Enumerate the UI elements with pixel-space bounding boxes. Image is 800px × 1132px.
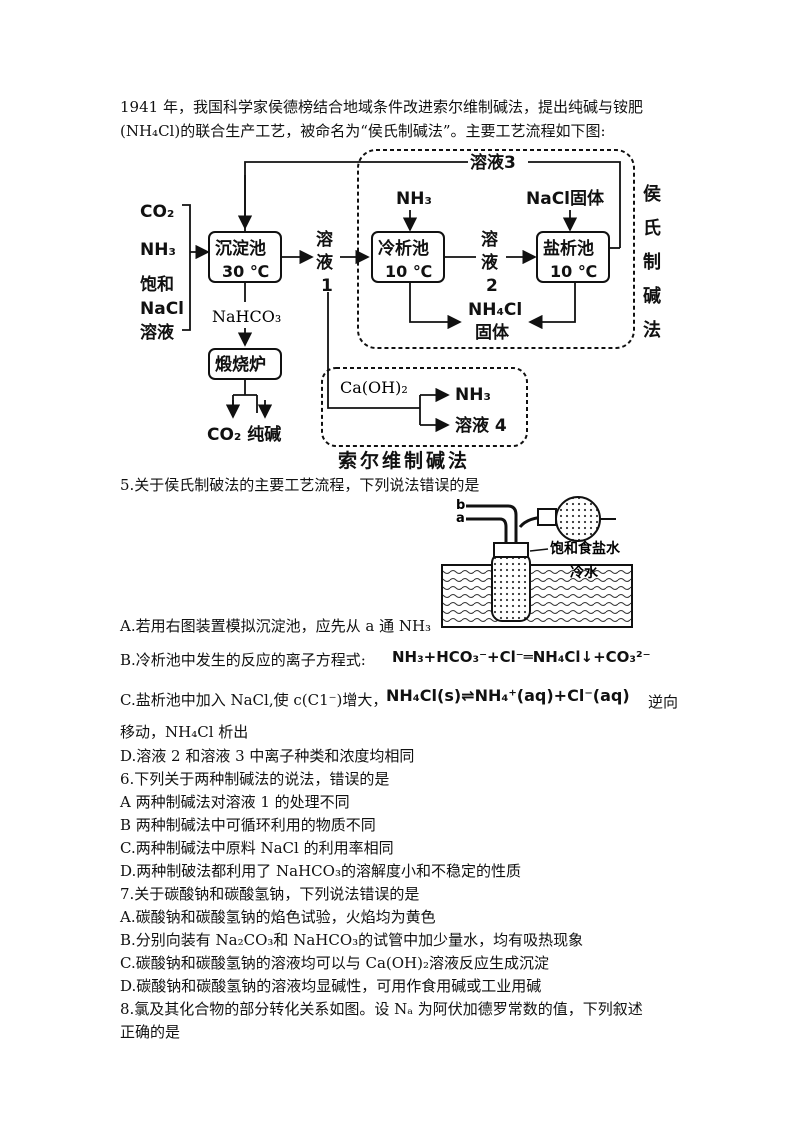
- solution4-label: 溶液 4: [455, 415, 507, 436]
- furnace-label: 煅烧炉: [215, 354, 266, 375]
- yanxi-box: [536, 231, 610, 283]
- solvay-region: [321, 367, 528, 447]
- solution1-a: 溶: [316, 229, 333, 250]
- q6-option-c: C.两种制碱法中原料 NaCl 的利用率相同: [120, 839, 394, 857]
- q5-option-d: D.溶液 2 和溶液 3 中离子种类和浓度均相同: [120, 747, 415, 765]
- intro-line-1: 1941 年，我国科学家侯德榜结合地域条件改进索尔维制碱法，提出纯碱与铵肥: [120, 98, 643, 116]
- nh3-out-label: NH₃: [455, 385, 491, 405]
- intro-line-2: (NH₄Cl)的联合生产工艺，被命名为“侯氏制碱法”。主要工艺流程如下图:: [120, 122, 606, 140]
- q6-option-d: D.两种制破法都利用了 NaHCO₃的溶解度小和不稳定的性质: [120, 862, 521, 880]
- nacl-solid-label: NaCl固体: [526, 188, 605, 209]
- q8-stem-2: 正确的是: [120, 1023, 181, 1041]
- apparatus-figure: b a 饱和食盐水 冷水: [441, 496, 633, 628]
- hou-label-4: 碱: [643, 285, 661, 307]
- products-label: CO₂ 纯碱: [207, 424, 281, 445]
- q8-stem-1: 8.氯及其化合物的部分转化关系如图。设 Nₐ 为阿伏加德罗常数的值，下列叙述: [120, 1000, 643, 1018]
- q6-option-b: B 两种制碱法中可循环利用的物质不同: [120, 816, 376, 834]
- hou-label-2: 氏: [643, 218, 661, 239]
- solution2-a: 溶: [481, 229, 498, 250]
- input-bao: 饱和: [140, 274, 174, 295]
- nh4cl-label: NH₄Cl: [468, 300, 522, 320]
- q5-option-a: A.若用右图装置模拟沉淀池，应先从 a 通 NH₃: [120, 617, 432, 635]
- solvay-label: 索尔维制碱法: [338, 449, 470, 472]
- q6-stem: 6.下列关于两种制碱法的说法，错误的是: [120, 770, 390, 788]
- q7-option-b: B.分别向装有 Na₂CO₃和 NaHCO₃的试管中加少量水，均有吸热现象: [120, 931, 584, 949]
- input-co2: CO₂: [140, 202, 174, 222]
- nh4cl-solid-label: 固体: [475, 322, 510, 343]
- input-nacl: NaCl: [140, 299, 184, 319]
- q7-option-c: C.碳酸钠和碳酸氢钠的溶液均可以与 Ca(OH)₂溶液反应生成沉淀: [120, 954, 549, 972]
- solution1-b: 液: [316, 252, 333, 273]
- q7-option-a: A.碳酸钠和碳酸氢钠的焰色试验，火焰均为黄色: [120, 908, 436, 926]
- solution1-c: 1: [321, 276, 333, 296]
- lengxi-label: 冷析池: [378, 238, 429, 259]
- hou-region: [357, 149, 635, 349]
- q5-option-c-cont: 移动，NH₄Cl 析出: [120, 723, 249, 741]
- nahco3-label: NaHCO₃: [212, 307, 281, 326]
- q7-stem: 7.关于碳酸钠和碳酸氢钠，下列说法错误的是: [120, 885, 420, 903]
- yanxi-label: 盐析池: [543, 238, 594, 259]
- q5-option-b-equation: NH₃+HCO₃⁻+Cl⁻═NH₄Cl↓+CO₃²⁻: [392, 648, 651, 666]
- q6-option-a: A 两种制碱法对溶液 1 的处理不同: [120, 793, 350, 811]
- beaker: [441, 564, 633, 628]
- caoh2-label: Ca(OH)₂: [340, 378, 408, 397]
- test-tube: [491, 552, 531, 622]
- label-b: b: [456, 498, 465, 513]
- hou-label-3: 制: [643, 252, 661, 273]
- q7-option-d: D.碳酸钠和碳酸氢钠的溶液均显碱性，可用作食用碱或工业用碱: [120, 977, 542, 995]
- q5-stem: 5.关于侯氏制破法的主要工艺流程，下列说法错误的是: [120, 476, 480, 494]
- input-solution: 溶液: [140, 322, 174, 343]
- cold-water-label: 冷水: [570, 564, 599, 581]
- chendian-temp: 30 ℃: [222, 262, 269, 281]
- input-nh3: NH₃: [140, 240, 176, 260]
- nh3-top-label: NH₃: [396, 189, 432, 209]
- solution3-label: 溶液3: [470, 152, 516, 173]
- q5-option-b: B.冷析池中发生的反应的离子方程式:: [120, 651, 366, 669]
- label-a: a: [456, 511, 465, 526]
- solution2-b: 液: [481, 252, 498, 273]
- input-brace: [182, 204, 208, 331]
- q5-option-c: C.盐析池中加入 NaCl,使 c(C1⁻)增大，: [120, 691, 388, 709]
- brine-label: 饱和食盐水: [550, 540, 621, 557]
- process-flow-diagram: CO₂ NH₃ 饱和 NaCl 溶液 沉淀池 30 ℃ 溶液3 溶 液 1 Na…: [140, 149, 662, 472]
- drying-bulb: [555, 496, 601, 542]
- hou-label-1: 侯: [643, 183, 662, 205]
- solution2-c: 2: [486, 276, 498, 296]
- q5-option-c-tail: 逆向: [648, 693, 679, 711]
- hou-label-5: 法: [643, 319, 661, 341]
- lengxi-temp: 10 ℃: [385, 262, 432, 281]
- q5-option-c-equation: NH₄Cl(s)⇌NH₄⁺(aq)+Cl⁻(aq): [386, 686, 630, 705]
- chendian-label: 沉淀池: [215, 238, 266, 259]
- yanxi-temp: 10 ℃: [550, 262, 597, 281]
